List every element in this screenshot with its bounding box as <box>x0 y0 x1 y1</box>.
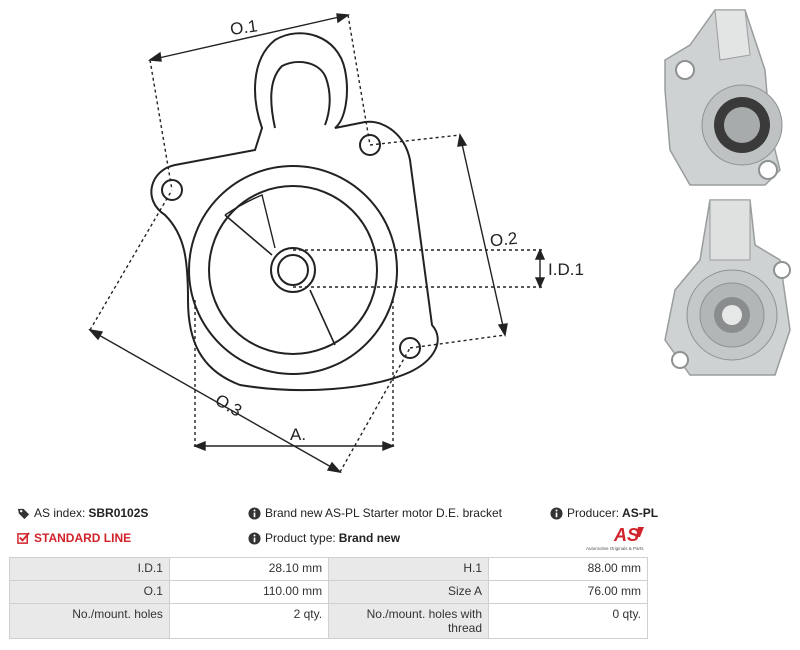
label-o1: O.1 <box>229 16 259 39</box>
as-pl-logo: AS Automotive Originals & Parts <box>586 525 644 551</box>
table-row: I.D.1 28.10 mm H.1 88.00 mm <box>9 557 648 581</box>
bore-outer <box>270 247 316 293</box>
label-o2: O.2 <box>489 229 518 251</box>
technical-drawing: O.1 O.2 O.3 I.D.1 A. <box>88 13 584 474</box>
mount-hole-1 <box>161 179 183 201</box>
bore-inner <box>277 254 309 286</box>
spec-value: 0 qty. <box>488 603 648 639</box>
spec-label: H.1 <box>328 557 489 581</box>
svg-text:Automotive Originals & Parts: Automotive Originals & Parts <box>586 546 644 551</box>
info-icon <box>550 506 563 520</box>
producer-value: AS-PL <box>622 506 659 520</box>
spec-value: 2 qty. <box>168 603 330 639</box>
info-icon <box>248 506 261 520</box>
description-row: Brand new AS-PL Starter motor D.E. brack… <box>248 506 502 520</box>
description-text: Brand new AS-PL Starter motor D.E. brack… <box>265 506 502 520</box>
as-index-label: AS index: <box>34 506 86 520</box>
lifting-eye-inner <box>270 61 331 129</box>
product-type-row: Product type: Brand new <box>248 531 400 545</box>
spec-value: 88.00 mm <box>488 557 648 581</box>
svg-text:AS: AS <box>613 525 639 545</box>
tag-icon <box>17 508 30 519</box>
spec-value: 28.10 mm <box>168 557 330 581</box>
product-type-value: Brand new <box>338 531 401 545</box>
spec-value: 76.00 mm <box>488 580 648 604</box>
producer-row: Producer: AS-PL <box>550 506 658 520</box>
info-icon <box>248 531 261 545</box>
spec-table: I.D.1 28.10 mm H.1 88.00 mm O.1 110.00 m… <box>9 557 648 639</box>
mount-hole-2 <box>359 134 381 156</box>
producer-label: Producer: <box>567 506 620 520</box>
standard-line-row: STANDARD LINE <box>17 531 131 545</box>
spec-label: No./mount. holes with thread <box>328 603 489 639</box>
sector-cut <box>224 214 336 346</box>
spec-label: Size A <box>328 580 489 604</box>
spec-label: I.D.1 <box>9 557 170 581</box>
standard-line-label: STANDARD LINE <box>34 531 132 545</box>
spec-label: No./mount. holes <box>9 603 170 639</box>
spec-value: 110.00 mm <box>168 580 330 604</box>
label-id1: I.D.1 <box>548 260 584 279</box>
spec-label: O.1 <box>9 580 170 604</box>
checkbox-check-icon <box>17 531 30 544</box>
bracket-outline <box>150 32 439 392</box>
product-type-label: Product type: <box>265 531 336 545</box>
as-index-value: SBR0102S <box>88 506 149 520</box>
table-row: O.1 110.00 mm Size A 76.00 mm <box>9 580 648 604</box>
as-index-row: AS index: SBR0102S <box>17 506 148 520</box>
outer-ring <box>188 165 398 375</box>
inner-ring <box>208 185 378 355</box>
mount-hole-3 <box>399 337 421 359</box>
label-a: A. <box>290 425 306 444</box>
product-photo-top <box>664 9 783 186</box>
product-photo-bottom <box>664 199 791 376</box>
table-row: No./mount. holes 2 qty. No./mount. holes… <box>9 603 648 639</box>
